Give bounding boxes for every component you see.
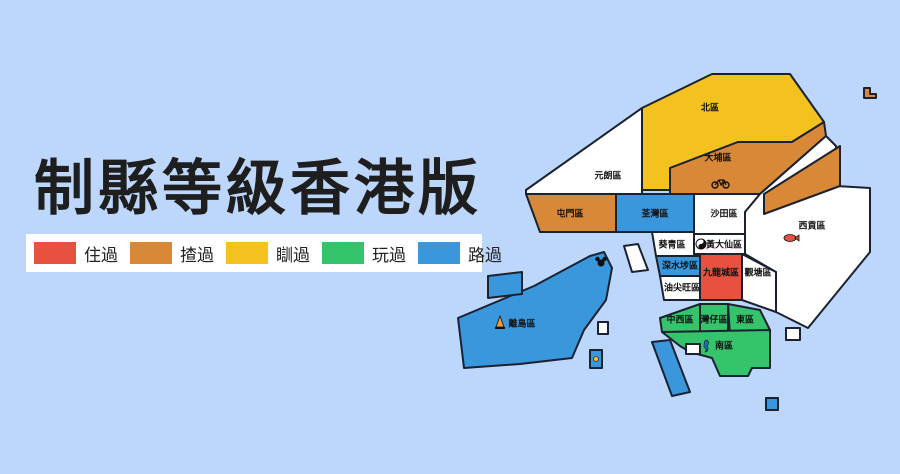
island-po-toi[interactable] xyxy=(765,397,779,411)
legend-swatch-yellow xyxy=(226,242,268,264)
legend-label: 路過 xyxy=(468,245,502,266)
label-wan-chai: 灣仔區 xyxy=(700,314,727,326)
label-sham-shui-po: 深水埗區 xyxy=(662,260,698,272)
small-icon-cheung-chau xyxy=(593,356,599,362)
island-chek-lap-kok[interactable] xyxy=(487,271,523,299)
legend-item-lived: 住過 xyxy=(34,241,118,266)
legend-label: 揸過 xyxy=(180,245,214,266)
district-islands[interactable] xyxy=(457,251,613,369)
label-sha-tin: 沙田區 xyxy=(710,209,737,220)
label-islands: 離島區 xyxy=(508,318,535,330)
island-ap-lei-chau[interactable] xyxy=(685,343,701,355)
island-tung-lung[interactable] xyxy=(785,327,801,341)
page-title: 制縣等級香港版 xyxy=(34,154,482,224)
label-yuen-long: 元朗區 xyxy=(594,170,621,182)
fish-icon xyxy=(783,234,800,242)
label-tuen-mun: 屯門區 xyxy=(556,208,583,220)
label-north: 北區 xyxy=(701,102,719,114)
legend-swatch-blue xyxy=(418,242,460,264)
label-kowloon-city: 九龍城區 xyxy=(702,267,739,279)
island-lamma[interactable] xyxy=(651,339,691,397)
label-wong-tai-sin: 黃大仙區 xyxy=(705,239,742,251)
label-tsuen-wan: 荃灣區 xyxy=(641,208,668,220)
legend-item-slept: 瞓過 xyxy=(226,241,310,266)
seahorse-icon xyxy=(703,339,709,353)
label-kwun-tong: 觀塘區 xyxy=(744,267,771,279)
island-small-west[interactable] xyxy=(597,321,609,335)
mickey-icon xyxy=(595,256,607,267)
district-kwun-tong[interactable] xyxy=(741,253,777,313)
legend-swatch-red xyxy=(34,242,76,264)
bicycle-icon xyxy=(711,179,730,189)
legend-label: 住過 xyxy=(84,245,118,266)
label-southern: 南區 xyxy=(715,340,733,352)
label-eastern: 東區 xyxy=(736,314,754,326)
label-tai-po: 大埔區 xyxy=(704,152,731,164)
traffic-cone-icon xyxy=(495,314,505,329)
label-yau-tsim-mong: 油尖旺區 xyxy=(664,282,700,294)
district-yuen-long[interactable] xyxy=(525,107,643,195)
district-wong-tai-sin[interactable] xyxy=(693,233,746,255)
island-kat-o[interactable] xyxy=(863,87,877,99)
legend-item-played: 玩過 xyxy=(322,241,406,266)
legend: 住過 揸過 瞓過 玩過 路過 xyxy=(26,234,502,272)
legend-label: 瞓過 xyxy=(276,245,310,266)
label-sai-kung: 西貢區 xyxy=(798,221,825,232)
legend-item-passed: 路過 xyxy=(418,241,502,266)
district-sai-kung-strip[interactable] xyxy=(763,145,841,215)
legend-swatch-orange xyxy=(130,242,172,264)
label-kwai-tsing: 葵青區 xyxy=(657,239,685,251)
legend-item-drove: 揸過 xyxy=(130,241,214,266)
label-central-western: 中西區 xyxy=(666,314,693,326)
yin-yang-icon xyxy=(695,238,707,250)
legend-swatch-green xyxy=(322,242,364,264)
legend-label: 玩過 xyxy=(372,245,406,266)
island-stonecutters[interactable] xyxy=(623,243,649,273)
district-yau-tsim-mong[interactable] xyxy=(659,275,701,301)
